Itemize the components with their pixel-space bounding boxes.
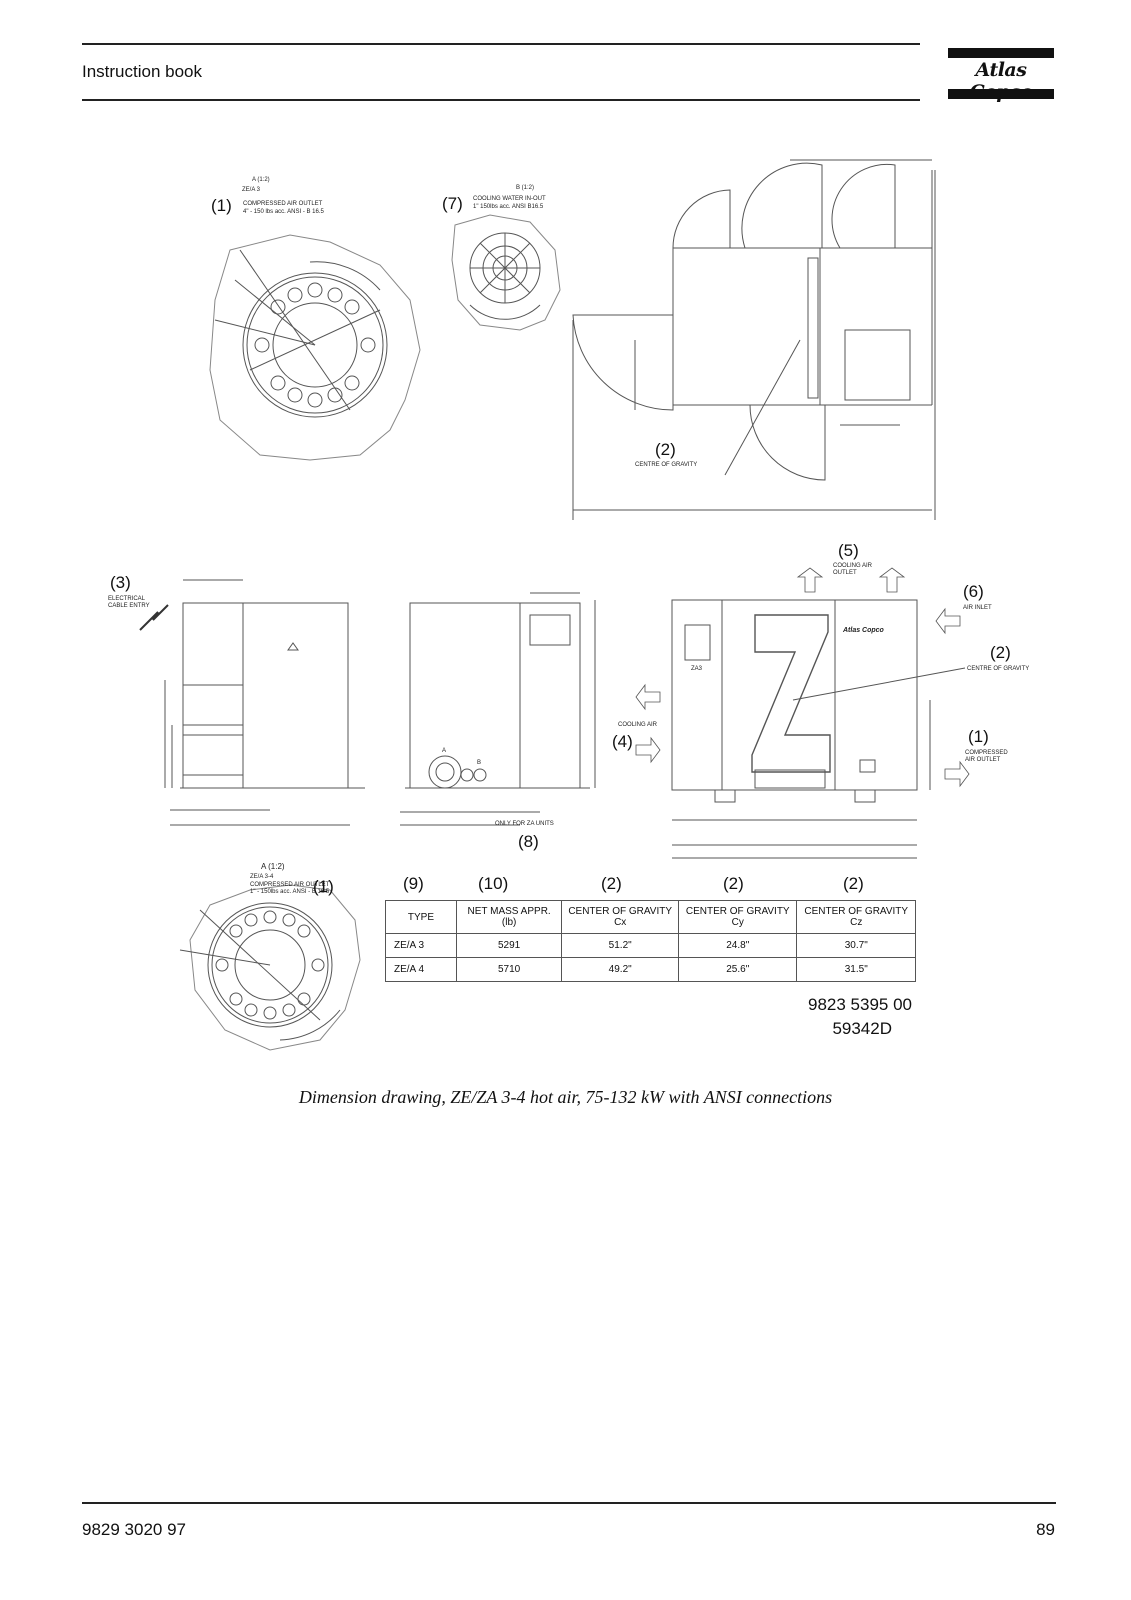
front-view-ref-1: (1): [968, 727, 989, 746]
rear-view-unit: [400, 592, 596, 826]
table-header-type: TYPE: [385, 900, 457, 934]
header-cy-line1: CENTER OF GRAVITY: [685, 906, 790, 917]
header-cz-line2: Cz: [850, 917, 863, 928]
rear-view-za-label: ONLY FOR ZA UNITS: [495, 821, 554, 827]
figure-caption: Dimension drawing, ZE/ZA 3-4 hot air, 75…: [298, 1087, 833, 1107]
table-ref-cy: (2): [723, 874, 744, 893]
front-view-ref-6: (6): [963, 582, 984, 601]
front-view-label-4: COOLING AIR: [618, 722, 658, 728]
rear-view-conn-b: B: [477, 760, 482, 766]
detail-a-bottom-model: ZE/A 3-4: [250, 874, 274, 880]
top-view-cog-label: CENTRE OF GRAVITY: [635, 462, 698, 468]
table-row: ZE/A 4 5710 49.2" 25.6" 31.5": [385, 957, 916, 982]
top-view-cog-ref: (2): [655, 440, 676, 459]
front-view-ref-4: (4): [612, 732, 633, 751]
front-view-brand: Atlas Copco: [843, 627, 884, 634]
atlas-copco-logo: Atlas Copco: [948, 48, 1054, 103]
detail-a-bottom-label-1: COMPRESSED AIR OUTLET: [250, 882, 330, 888]
front-view-ref-5: (5): [838, 541, 859, 560]
side-view-electrical-label-1: ELECTRICAL: [108, 596, 146, 602]
detail-a-top-ref: (1): [211, 196, 232, 215]
header-top-rule: [82, 43, 920, 45]
footer-doc-number: 9829 3020 97: [82, 1520, 186, 1539]
rear-view-ref: (8): [518, 832, 539, 851]
front-view-label-2: CENTRE OF GRAVITY: [967, 666, 1030, 672]
header-cy-line2: Cy: [731, 917, 744, 928]
detail-b-scale: B (1:2): [516, 185, 535, 191]
front-view-label-5-2: OUTLET: [833, 570, 857, 576]
front-view-label-6: AIR INLET: [963, 605, 992, 611]
detail-b-ref: (7): [442, 194, 463, 213]
table-header-mass: NET MASS APPR.(lb): [455, 900, 563, 934]
drawing-number-1: 9823 5395 00: [808, 995, 912, 1014]
row-cz: 30.7": [796, 933, 916, 958]
front-view-label-5-1: COOLING AIR: [833, 563, 873, 569]
footer-rule: [82, 1502, 1056, 1504]
center-of-gravity-table: TYPE NET MASS APPR.(lb) CENTER OF GRAVIT…: [385, 900, 916, 982]
detail-b-label-2: 1" 150lbs acc. ANSI B16.5: [473, 204, 544, 210]
flange-detail-a-top: [209, 234, 421, 461]
flange-detail-b: [451, 214, 561, 331]
row-mass: 5291: [455, 933, 563, 958]
table-ref-cx: (2): [601, 874, 622, 893]
row-cx: 49.2": [561, 957, 680, 982]
header-mass-line1: NET MASS APPR.: [467, 906, 551, 917]
front-view-label-1-1: COMPRESSED: [965, 750, 1008, 756]
detail-b-label-1: COOLING WATER IN-OUT: [473, 196, 546, 202]
header-cz-line1: CENTER OF GRAVITY: [804, 906, 909, 917]
header-cx-line2: Cx: [614, 917, 627, 928]
header-title: Instruction book: [82, 62, 203, 81]
top-view-unit: [572, 159, 936, 520]
detail-a-bottom-scale: A (1:2): [261, 862, 285, 871]
table-header-row: TYPE NET MASS APPR.(lb) CENTER OF GRAVIT…: [385, 900, 916, 934]
detail-a-bottom-label-2: 1" - 150lbs acc. ANSI - B 16.5: [250, 889, 330, 895]
rear-view-conn-a: A: [442, 748, 447, 754]
front-view-unit: [635, 567, 970, 859]
side-view-electrical-label-2: CABLE ENTRY: [108, 603, 150, 609]
table-ref-cz: (2): [843, 874, 864, 893]
front-view-ref-2: (2): [990, 643, 1011, 662]
footer-page-number: 89: [1036, 1520, 1055, 1539]
side-view-electrical-ref: (3): [110, 573, 131, 592]
header-bottom-rule: [82, 99, 920, 101]
detail-a-top-label-1: COMPRESSED AIR OUTLET: [243, 201, 323, 207]
header-cx-line1: CENTER OF GRAVITY: [568, 906, 673, 917]
detail-a-top-scale: A (1:2): [252, 177, 270, 183]
row-cy: 24.8": [678, 933, 798, 958]
table-ref-mass: (10): [478, 874, 509, 893]
table-ref-type: (9): [403, 874, 424, 893]
header-mass-line2: (lb): [501, 917, 517, 928]
row-type: ZE/A 3: [385, 933, 457, 958]
front-view-label-1-2: AIR OUTLET: [965, 757, 1001, 763]
side-view-unit: [164, 579, 365, 826]
detail-a-bottom-ref: (1): [313, 877, 334, 896]
drawing-number-2: 59342D: [832, 1019, 892, 1038]
row-cz: 31.5": [796, 957, 916, 982]
front-view-panel: ZA3: [691, 666, 703, 672]
row-type: ZE/A 4: [385, 957, 457, 982]
row-cx: 51.2": [561, 933, 680, 958]
table-row: ZE/A 3 5291 51.2" 24.8" 30.7": [385, 933, 916, 958]
header-type-text: TYPE: [407, 911, 434, 923]
electrical-entry-icon: [139, 604, 169, 631]
detail-a-top-model: ZE/A 3: [242, 187, 261, 193]
row-cy: 25.6": [678, 957, 798, 982]
flange-detail-a-bottom: [179, 884, 361, 1051]
row-mass: 5710: [455, 957, 563, 982]
detail-a-top-label-2: 4" - 150 lbs acc. ANSI - B 16.5: [243, 209, 324, 215]
